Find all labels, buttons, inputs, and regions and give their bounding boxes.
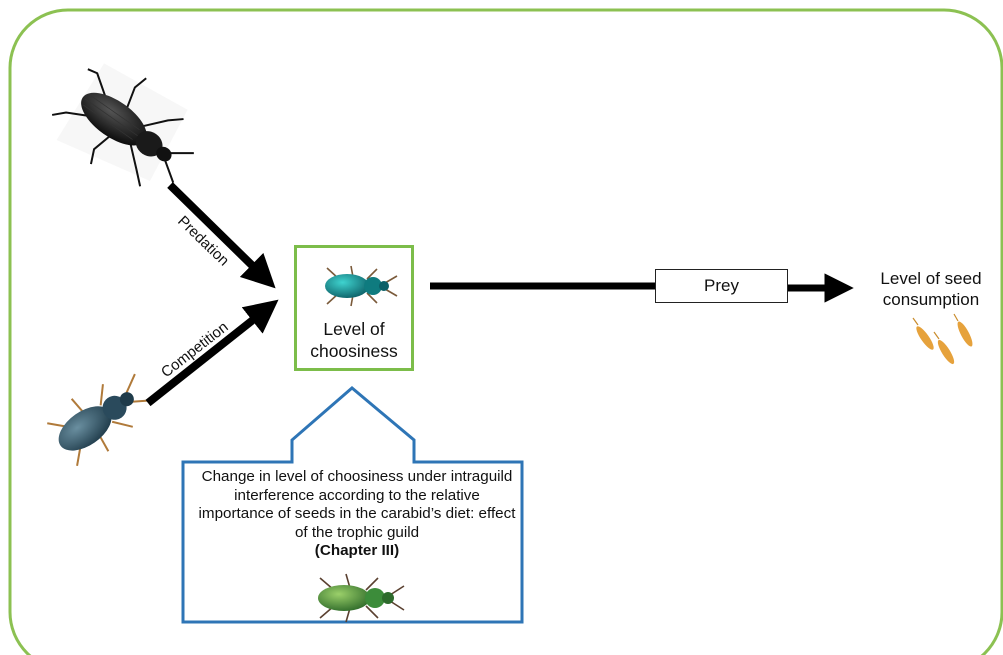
callout-shape [181, 386, 524, 624]
prey-box: Prey [655, 269, 788, 303]
beetle-focal-icon [325, 265, 398, 307]
choosiness-title-line2: choosiness [310, 341, 398, 361]
outer-frame [8, 8, 1003, 655]
seeds-icon [912, 313, 973, 365]
beetle-competitor-icon [47, 373, 154, 466]
beetle-guild-icon [318, 573, 405, 623]
prey-label: Prey [704, 276, 739, 295]
predation-arrow [167, 182, 276, 289]
seed-label-line1: Level of seed [880, 269, 982, 288]
beetle-predator-icon [51, 63, 194, 187]
seed-label-line2: consumption [882, 290, 980, 309]
choosiness-title-line1: Level of [323, 319, 385, 339]
callout-description: Change in level of choosiness under intr… [198, 468, 516, 541]
choosiness-box: Level of choosiness [294, 245, 414, 371]
chapter-reference: (Chapter III) [314, 542, 400, 559]
callout-text: Change in level of choosiness under intr… [196, 468, 518, 561]
seed-consumption-label: Level of seed consumption [856, 268, 1003, 310]
competition-arrow [145, 299, 279, 407]
